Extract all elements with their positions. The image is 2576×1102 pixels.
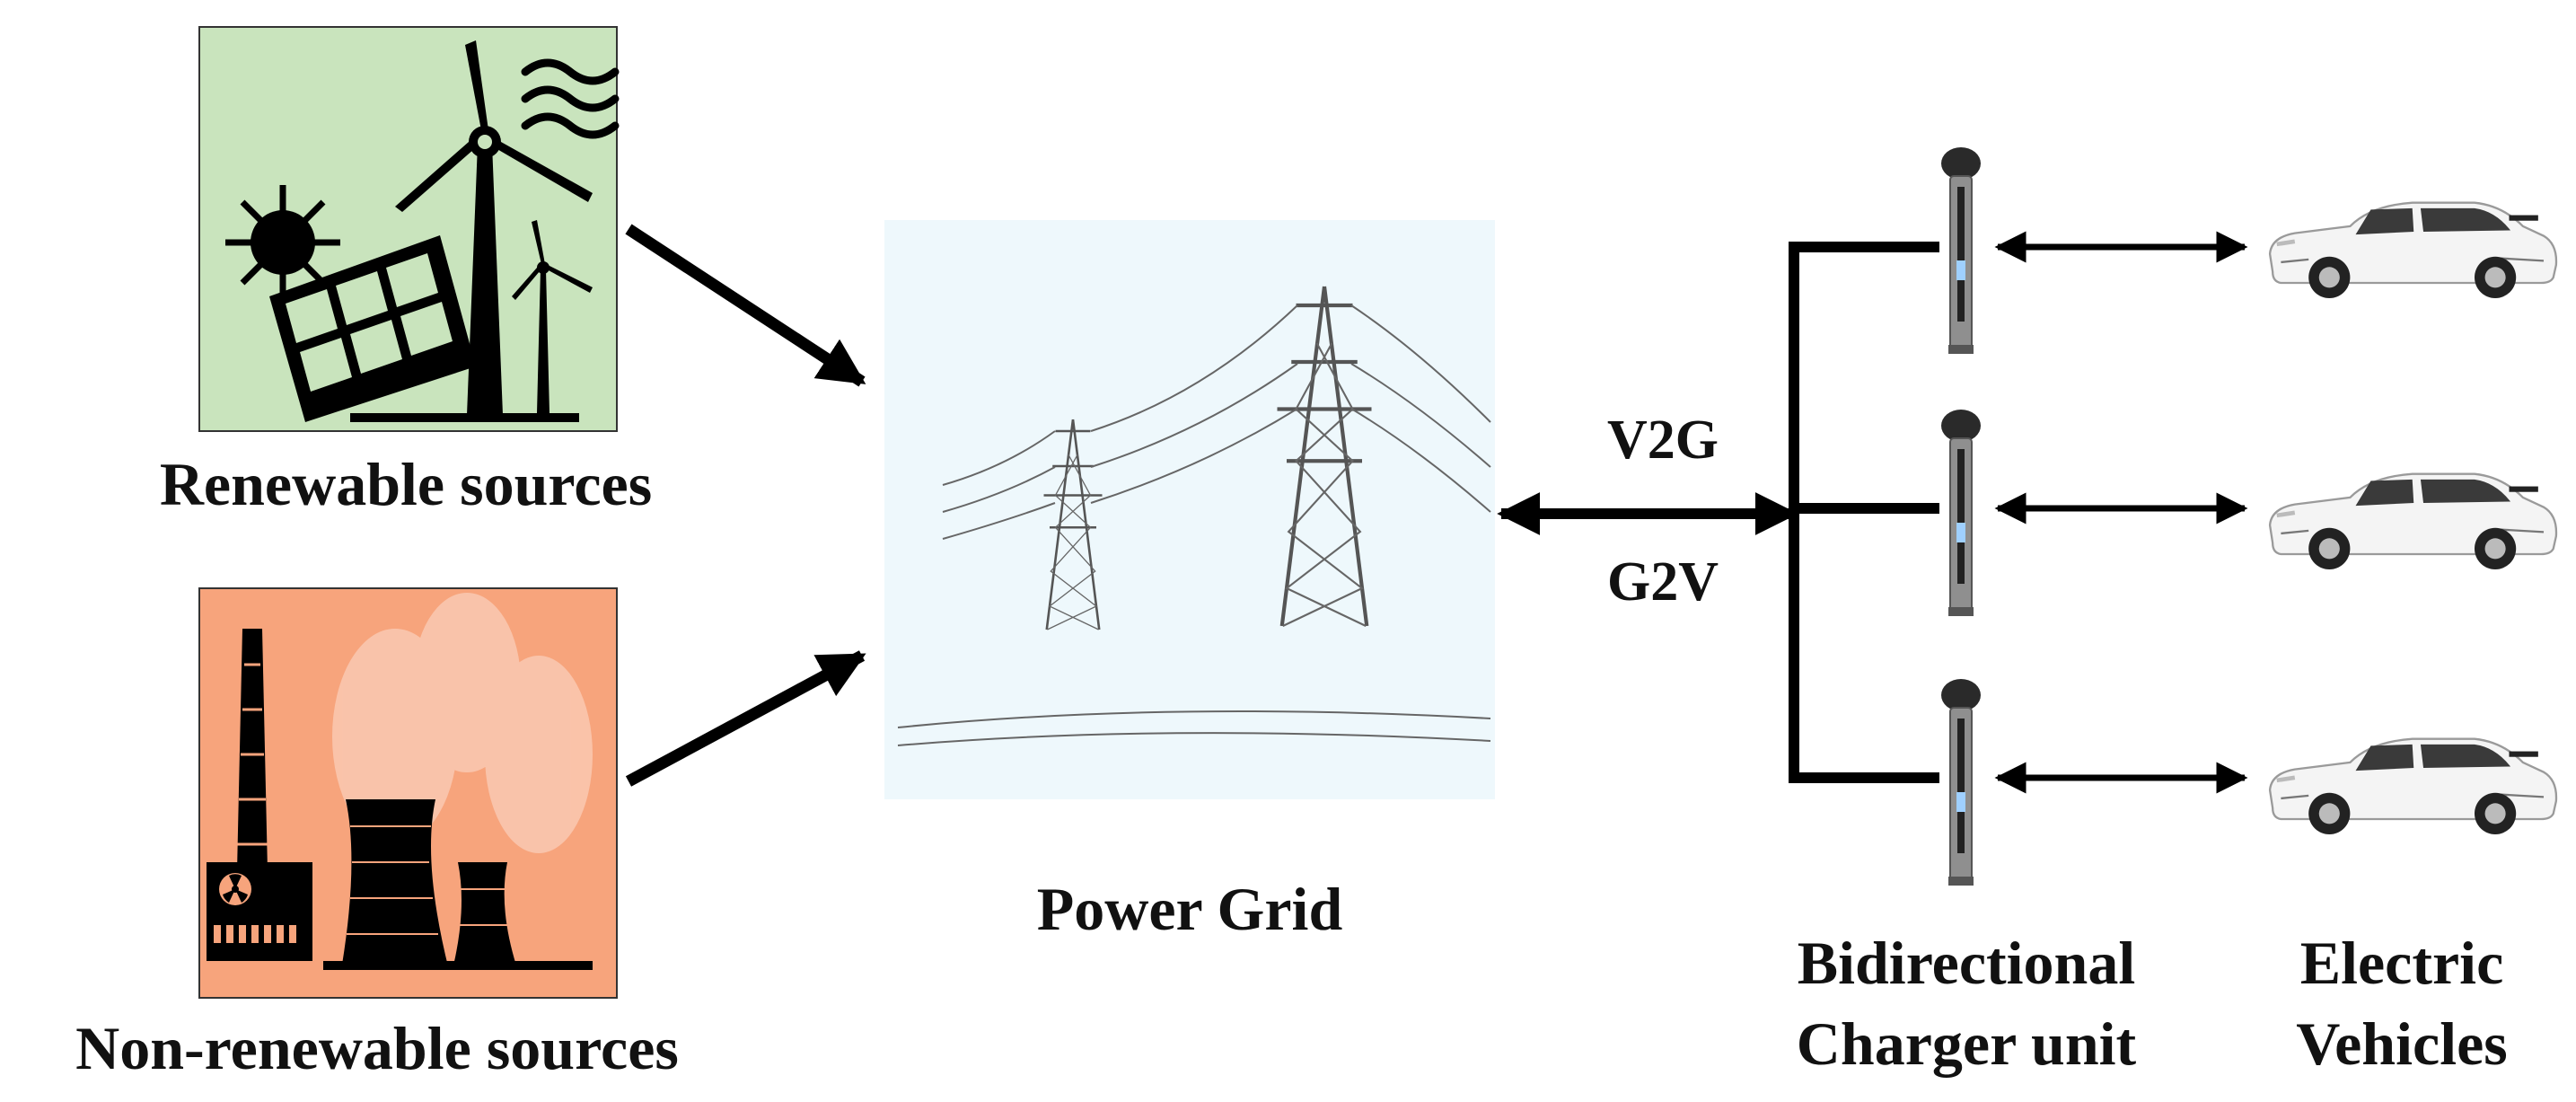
- renewable-panel: [198, 26, 620, 432]
- smoke-icon: [332, 593, 593, 853]
- suv-car-icon: [2270, 474, 2556, 569]
- charger-2: [1940, 409, 1982, 617]
- nuclear-symbol-icon: [219, 873, 251, 905]
- wind-turbine-icon: [350, 40, 593, 422]
- charger-label-line2: Charger unit: [1797, 1009, 2137, 1078]
- vehicle-1: [2270, 203, 2556, 298]
- renewable-to-grid-arrow: [625, 224, 866, 387]
- sun-icon: [225, 185, 340, 300]
- solar-panel-icon: [269, 235, 476, 422]
- non-renewable-panel: [198, 587, 618, 999]
- non-renewable-to-grid-arrow: [625, 650, 866, 787]
- charger-label-line1: Bidirectional: [1798, 929, 2136, 997]
- small-wind-turbine-icon: [512, 220, 593, 413]
- wind-waves-icon: [521, 58, 620, 139]
- ev-charger-icon: [1940, 146, 1982, 355]
- vehicle-2: [2270, 474, 2556, 569]
- power-grid-background: [884, 220, 1495, 799]
- power-lines: [897, 304, 1491, 746]
- charger-bus: [1789, 242, 1939, 783]
- suv-car-icon: [2270, 203, 2556, 298]
- ev-charger-icon: [1940, 678, 1982, 886]
- non-renewable-label: Non-renewable sources: [75, 1014, 679, 1082]
- suv-car-icon: [2270, 739, 2556, 834]
- charger-1: [1940, 146, 1982, 355]
- cooling-tower-icon: [323, 799, 593, 970]
- ev-label-line1: Electric: [2300, 929, 2504, 997]
- ev-charger-icon: [1940, 409, 1982, 617]
- v2g-label: V2G: [1607, 410, 1719, 471]
- vehicle-3: [2270, 739, 2556, 834]
- power-grid-image: [884, 220, 1495, 799]
- charger-3: [1940, 678, 1982, 886]
- renewable-label: Renewable sources: [160, 450, 652, 518]
- reactor-building-icon: [207, 862, 312, 961]
- power-grid-label: Power Grid: [1037, 875, 1343, 943]
- ev-label-line2: Vehicles: [2296, 1009, 2507, 1078]
- g2v-label: G2V: [1607, 551, 1719, 613]
